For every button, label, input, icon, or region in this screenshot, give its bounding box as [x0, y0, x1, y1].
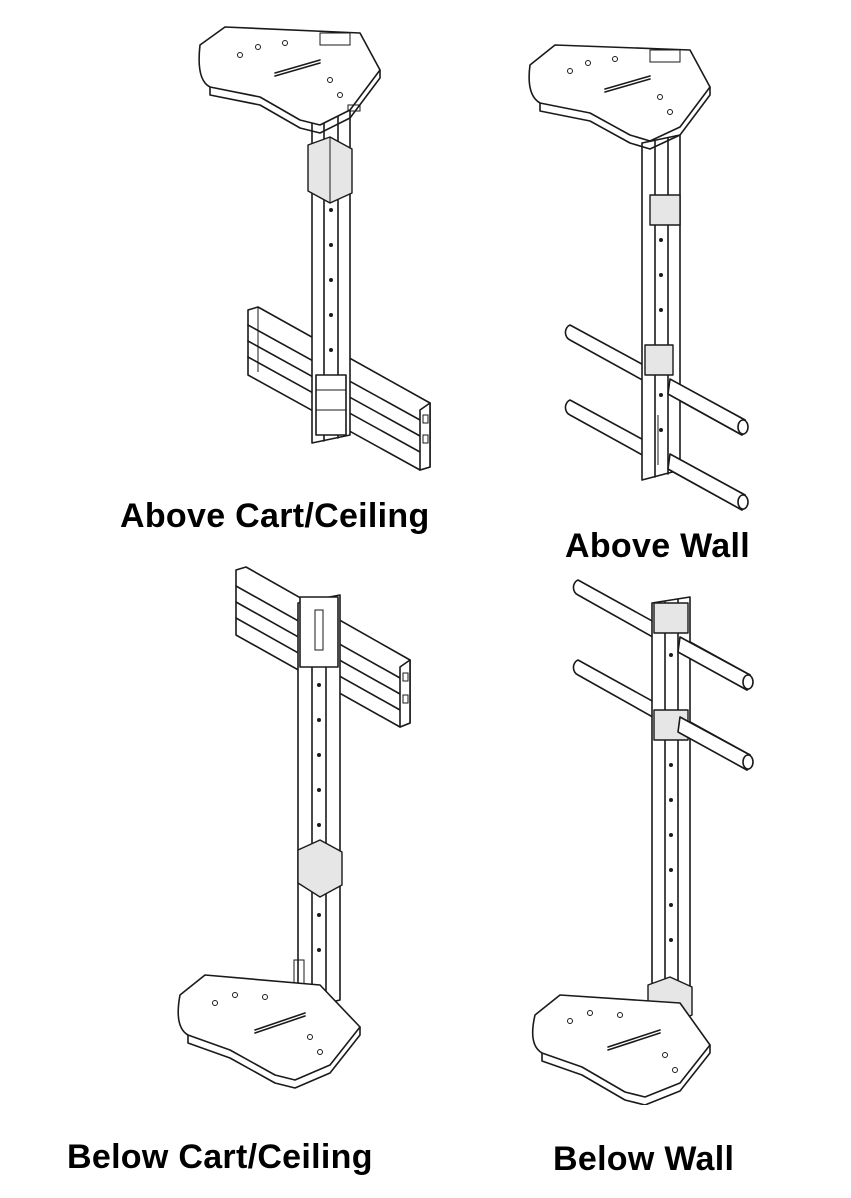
- illustration-below-cart-ceiling: [177, 566, 411, 1089]
- vertical-column: [307, 106, 353, 444]
- vertical-column: [647, 596, 693, 1026]
- panel-above-cart-ceiling: [180, 15, 440, 485]
- shelf: [177, 974, 361, 1089]
- caption-below-wall: Below Wall: [553, 1140, 735, 1178]
- panel-below-wall: [520, 575, 760, 1105]
- shelf: [198, 26, 381, 134]
- illustration-above-cart-ceiling: [198, 26, 431, 471]
- panel-below-cart-ceiling: [170, 565, 430, 1095]
- caption-above-wall: Above Wall: [565, 527, 750, 565]
- caption-below-cart-ceiling: Below Cart/Ceiling: [67, 1138, 373, 1176]
- shelf: [528, 44, 711, 150]
- illustration-above-wall: [528, 44, 749, 511]
- wall-rails-front: [677, 636, 754, 771]
- caption-above-cart-ceiling: Above Cart/Ceiling: [120, 497, 430, 535]
- panel-above-wall: [520, 35, 760, 515]
- shelf: [531, 994, 711, 1105]
- wall-rails-front: [667, 378, 749, 511]
- vertical-column: [641, 134, 681, 481]
- vertical-column: [293, 594, 343, 1011]
- illustration-below-wall: [531, 579, 754, 1105]
